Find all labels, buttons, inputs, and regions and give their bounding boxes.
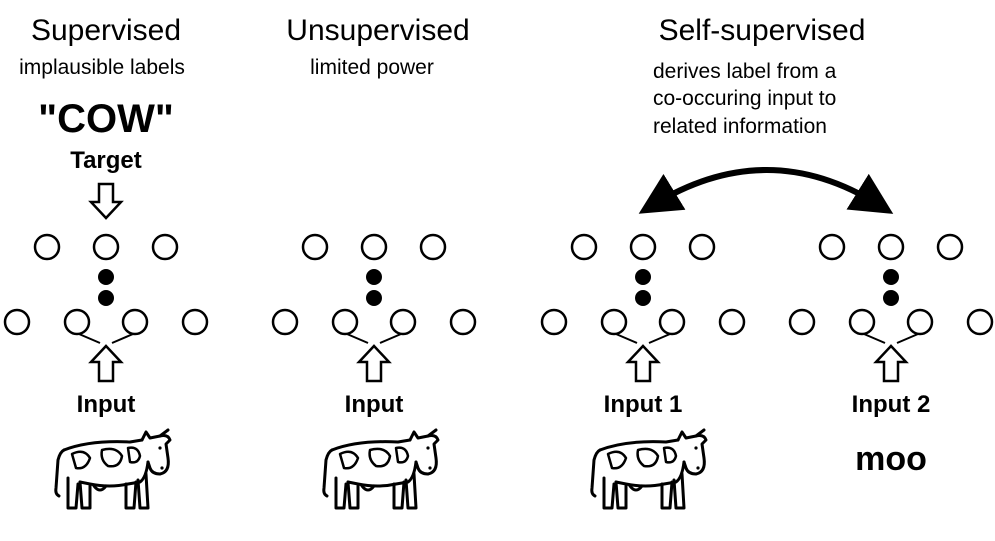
connector-line [78, 333, 101, 344]
network-self-supervised-2 [788, 233, 994, 383]
network-self-supervised-1 [540, 233, 746, 383]
input-node [121, 308, 149, 336]
input-node [449, 308, 477, 336]
curved-double-arrow-icon [638, 167, 894, 214]
self-supervised-title: Self-supervised [659, 14, 866, 47]
hollow-up-arrow-icon [356, 344, 392, 383]
self-supervised-subtitle-line-2: co-occuring input to [653, 87, 836, 110]
hidden-dot [883, 290, 899, 306]
hidden-dot [366, 269, 382, 285]
input-node [848, 308, 876, 336]
network-groups [3, 233, 994, 383]
input-node [63, 308, 91, 336]
output-node [151, 233, 179, 261]
hidden-dot [635, 290, 651, 306]
network-supervised [3, 233, 209, 383]
input-2-label: Input 2 [852, 391, 931, 418]
input-node [600, 308, 628, 336]
output-node [936, 233, 964, 261]
output-node [301, 233, 329, 261]
hollow-down-arrow-icon [88, 182, 124, 220]
hidden-dot [98, 269, 114, 285]
supervised-subtitle: implausible labels [19, 56, 185, 79]
hollow-up-arrow-icon [625, 344, 661, 383]
supervised-title: Supervised [31, 14, 181, 47]
output-node [818, 233, 846, 261]
cow-icon [322, 428, 440, 510]
output-node [360, 233, 388, 261]
unsupervised-title: Unsupervised [286, 14, 469, 47]
input-node [271, 308, 299, 336]
network-unsupervised [271, 233, 477, 383]
hollow-up-arrow-icon [88, 344, 124, 383]
output-node [629, 233, 657, 261]
connector-line [379, 333, 402, 344]
cow-icon [54, 428, 172, 510]
hidden-dot [883, 269, 899, 285]
input-node [3, 308, 31, 336]
input-label-supervised: Input [77, 391, 136, 418]
input-node [389, 308, 417, 336]
hidden-dot [366, 290, 382, 306]
connector-line [896, 333, 919, 344]
output-node [419, 233, 447, 261]
input-node [718, 308, 746, 336]
output-node [33, 233, 61, 261]
connector-line [648, 333, 671, 344]
output-node [688, 233, 716, 261]
output-node [570, 233, 598, 261]
input-node [906, 308, 934, 336]
input-node [181, 308, 209, 336]
input-node [788, 308, 816, 336]
cow-icon [590, 428, 708, 510]
hollow-up-arrow-icon [873, 344, 909, 383]
self-supervised-subtitle-line-1: derives label from a [653, 60, 837, 83]
input-node [540, 308, 568, 336]
output-node [877, 233, 905, 261]
hidden-dot [98, 290, 114, 306]
input-1-label: Input 1 [604, 391, 683, 418]
connector-line [346, 333, 369, 344]
unsupervised-subtitle: limited power [310, 56, 434, 79]
input-node [966, 308, 994, 336]
moo-text: moo [855, 440, 927, 478]
hidden-dot [635, 269, 651, 285]
input-node [331, 308, 359, 336]
connector-line [615, 333, 638, 344]
input-label-unsupervised: Input [345, 391, 404, 418]
output-node [92, 233, 120, 261]
connector-line [111, 333, 134, 344]
cow-label: "COW" [38, 97, 174, 141]
connector-line [863, 333, 886, 344]
input-node [658, 308, 686, 336]
self-supervised-subtitle-line-3: related information [653, 115, 827, 138]
target-label: Target [70, 147, 142, 174]
